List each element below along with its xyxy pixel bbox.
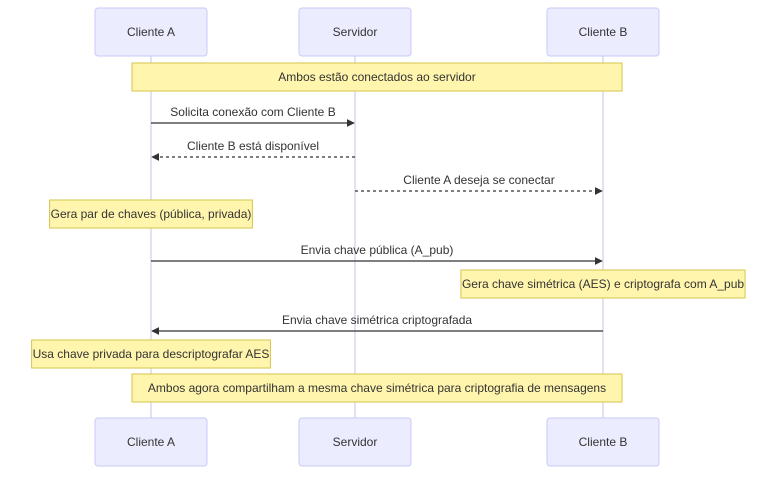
- note-text: Gera chave simétrica (AES) e criptografa…: [462, 277, 744, 291]
- actor-a-top: Cliente A: [94, 7, 208, 57]
- note-text: Usa chave privada para descriptografar A…: [33, 347, 270, 361]
- message: Cliente A deseja se conectar: [355, 173, 603, 195]
- actor-b-top: Cliente B: [546, 7, 660, 57]
- note: Gera chave simétrica (AES) e criptografa…: [460, 269, 746, 299]
- message: Envia chave simétrica criptografada: [151, 313, 603, 335]
- actor-b-bottom: Cliente B: [546, 417, 660, 467]
- message-label: Cliente A deseja se conectar: [403, 173, 554, 187]
- actor-label: Cliente B: [579, 25, 628, 39]
- note-box: [31, 339, 271, 369]
- message-label: Solicita conexão com Cliente B: [170, 105, 335, 119]
- note: Usa chave privada para descriptografar A…: [31, 339, 271, 369]
- note-box: [131, 373, 623, 403]
- note-text: Gera par de chaves (pública, privada): [51, 207, 252, 221]
- actor-box: [94, 7, 208, 57]
- actor-label: Cliente A: [127, 25, 175, 39]
- note-box: [131, 62, 623, 92]
- diagram-steps: Ambos estão conectados ao servidorSolici…: [31, 62, 746, 403]
- message-label: Cliente B está disponível: [187, 139, 319, 153]
- actor-box: [546, 7, 660, 57]
- actors-top: Cliente A Servidor Cliente B: [94, 7, 660, 57]
- actor-a-bottom: Cliente A: [94, 417, 208, 467]
- actor-box: [94, 417, 208, 467]
- actor-box: [546, 417, 660, 467]
- note-text: Ambos estão conectados ao servidor: [278, 70, 475, 84]
- note-text: Ambos agora compartilham a mesma chave s…: [148, 381, 606, 395]
- message: Cliente B está disponível: [151, 139, 355, 161]
- actor-label: Servidor: [333, 25, 378, 39]
- message-label: Envia chave simétrica criptografada: [282, 313, 472, 327]
- actor-label: Cliente B: [579, 435, 628, 449]
- actor-s-top: Servidor: [298, 7, 412, 57]
- note-box: [460, 269, 746, 299]
- note: Ambos agora compartilham a mesma chave s…: [131, 373, 623, 403]
- note-box: [49, 199, 253, 229]
- actor-box: [298, 417, 412, 467]
- message-label: Envia chave pública (A_pub): [301, 243, 454, 257]
- note: Ambos estão conectados ao servidor: [131, 62, 623, 92]
- message: Solicita conexão com Cliente B: [151, 105, 355, 127]
- note: Gera par de chaves (pública, privada): [49, 199, 253, 229]
- actor-label: Servidor: [333, 435, 378, 449]
- actors-bottom: Cliente A Servidor Cliente B: [94, 417, 660, 467]
- actor-s-bottom: Servidor: [298, 417, 412, 467]
- message: Envia chave pública (A_pub): [151, 243, 603, 265]
- actor-box: [298, 7, 412, 57]
- actor-label: Cliente A: [127, 435, 175, 449]
